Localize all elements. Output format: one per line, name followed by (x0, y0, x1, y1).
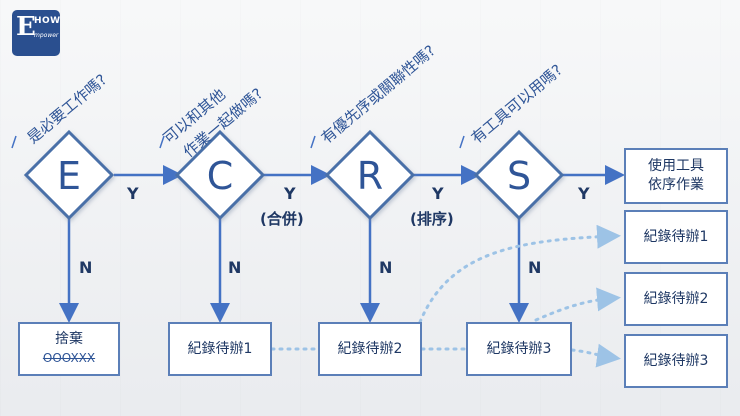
box-use-tool: 使用工具 依序作業 (624, 148, 728, 204)
decision-s: S (507, 154, 531, 198)
label-merge: (合併) (260, 210, 304, 228)
label-sort: (排序) (410, 210, 454, 228)
box-tool-line1: 使用工具 (648, 158, 704, 174)
logo-letter: E (16, 12, 36, 42)
decision-c: C (207, 154, 234, 198)
label-yes-s: Y (578, 184, 590, 203)
box-right-todo2: 紀錄待辦2 (624, 272, 728, 326)
box-right-todo3: 紀錄待辦3 (624, 334, 728, 388)
box-todo2-label: 紀錄待辦2 (337, 340, 403, 357)
diamond-e (23, 129, 115, 221)
box-discard-label: 捨棄 (55, 331, 83, 347)
label-yes-c: Y (284, 184, 296, 203)
box-right-todo3-label: 紀錄待辦3 (643, 352, 709, 369)
box-todo3: 紀錄待辦3 (466, 322, 572, 376)
dotted-todo3-right2 (534, 287, 621, 322)
box-todo1-label: 紀錄待辦1 (187, 340, 253, 357)
label-no-e: N (79, 258, 93, 277)
diamond-c (174, 129, 266, 221)
ehow-logo: E HOW mpower (12, 10, 60, 56)
decision-e: E (57, 154, 81, 198)
label-no-c: N (228, 258, 242, 277)
decision-r: R (357, 154, 383, 198)
box-discard: 捨棄 OOOXXX (18, 322, 120, 376)
label-no-s: N (528, 258, 542, 277)
dotted-todo2-right1 (418, 224, 621, 324)
dotted-todo3-right3 (570, 343, 621, 368)
box-todo1: 紀錄待辦1 (168, 322, 272, 376)
diamond-r (324, 129, 416, 221)
box-todo3-label: 紀錄待辦3 (486, 340, 552, 357)
logo-sub: mpower (34, 32, 59, 39)
diamond-s (473, 129, 565, 221)
box-right-todo1: 紀錄待辦1 (624, 210, 728, 264)
label-yes-e: Y (127, 184, 139, 203)
label-yes-r: Y (432, 184, 444, 203)
box-todo2: 紀錄待辦2 (318, 322, 422, 376)
label-no-r: N (379, 258, 393, 277)
logo-how: HOW (34, 16, 61, 26)
box-right-todo1-label: 紀錄待辦1 (643, 228, 709, 245)
box-discard-note: OOOXXX (42, 351, 96, 365)
box-right-todo2-label: 紀錄待辦2 (643, 290, 709, 307)
box-tool-line2: 依序作業 (648, 177, 704, 193)
